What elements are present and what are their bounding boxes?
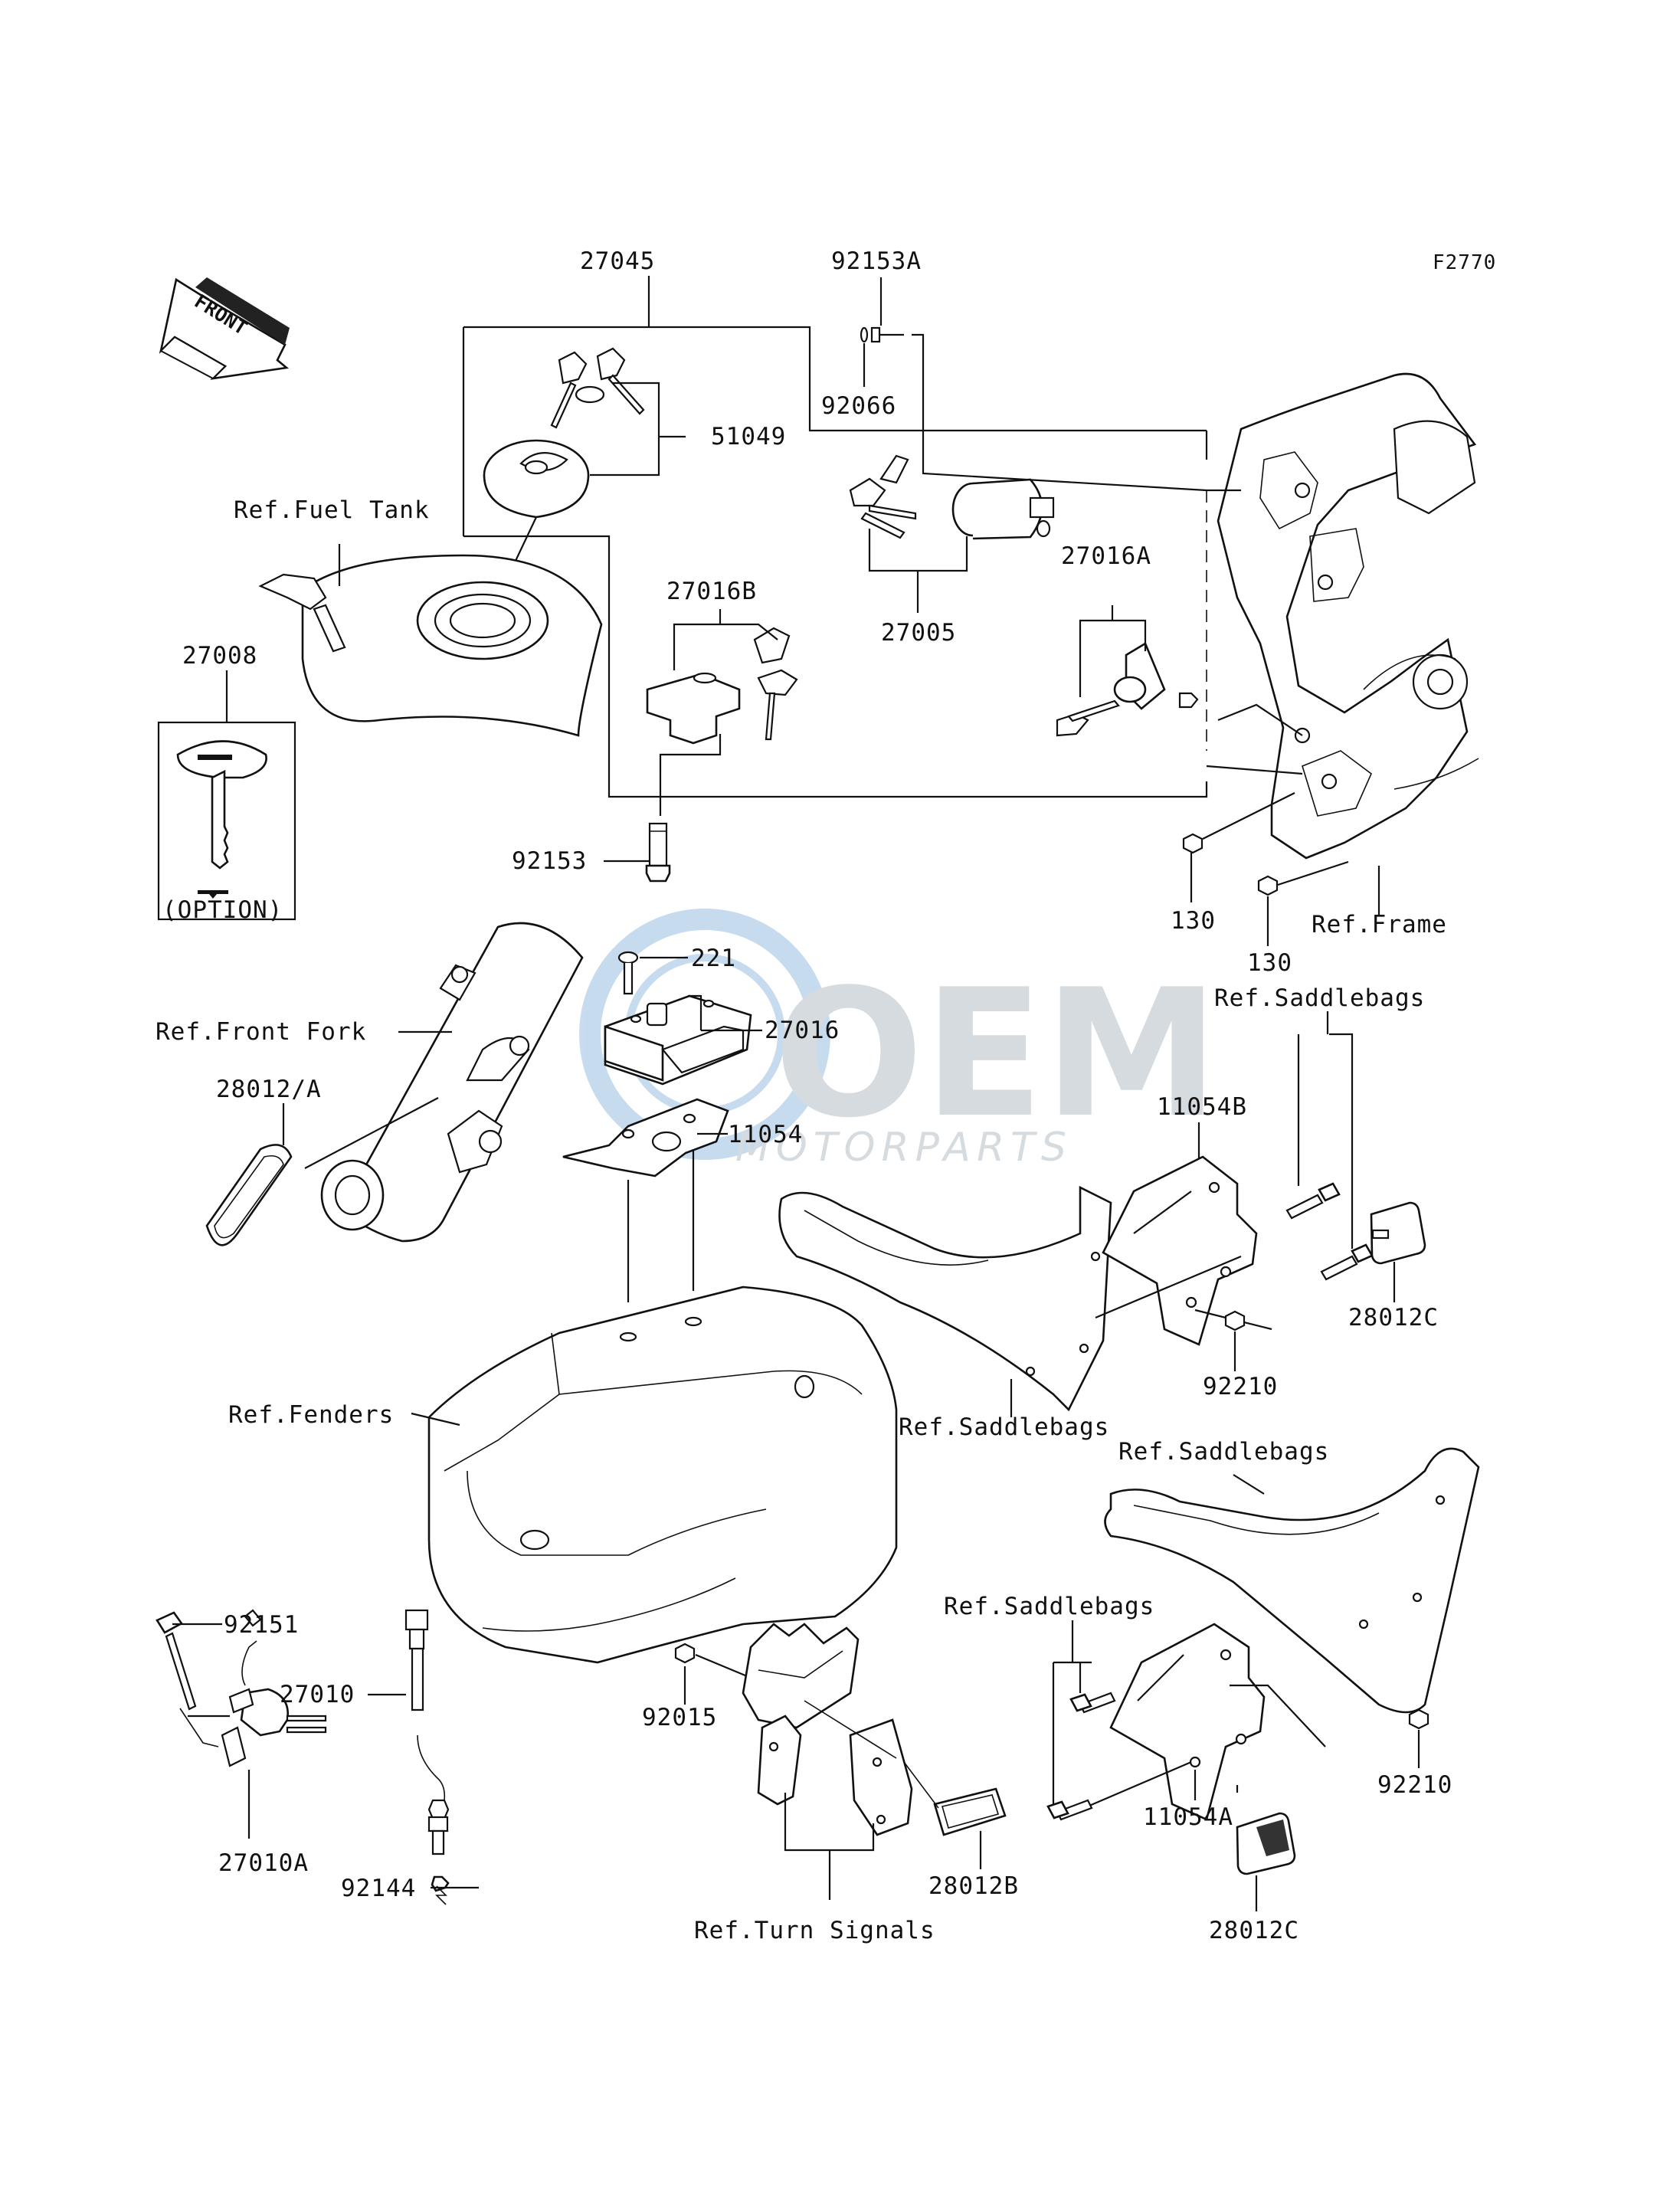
- option-key-box: [157, 721, 296, 921]
- nut-92210-2: [1408, 1708, 1429, 1730]
- label-ref-front-fork: Ref.Front Fork: [156, 1018, 366, 1046]
- plate-11054A: [1109, 1623, 1266, 1821]
- label-92151: 92151: [224, 1611, 299, 1639]
- nut-130-b: [1257, 875, 1279, 896]
- label-51049: 51049: [711, 423, 786, 450]
- reflector-28012A: [205, 1144, 293, 1246]
- nut-130-a: [1182, 833, 1204, 854]
- label-92153A: 92153A: [831, 247, 922, 275]
- label-ref-fuel-tank: Ref.Fuel Tank: [234, 496, 430, 524]
- bolts-saddlebag-lower: [1046, 1692, 1116, 1821]
- label-92015: 92015: [642, 1704, 717, 1731]
- plate-11054: [562, 1098, 729, 1177]
- label-27016: 27016: [765, 1017, 840, 1044]
- label-92144: 92144: [341, 1875, 416, 1902]
- label-27010A: 27010A: [218, 1849, 309, 1877]
- plate-11054B: [1102, 1155, 1258, 1346]
- watermark: OEM MOTORPARTS: [579, 909, 1220, 1171]
- screw-92153A: [860, 277, 1207, 492]
- label-27008: 27008: [182, 642, 257, 670]
- screw-221: [617, 951, 639, 995]
- label-92066: 92066: [821, 392, 896, 420]
- label-28012A: 28012/A: [216, 1076, 322, 1103]
- label-ref-saddlebags-1: Ref.Saddlebags: [1214, 984, 1425, 1012]
- label-11054A: 11054A: [1143, 1803, 1233, 1831]
- reflector-28012C-1: [1370, 1201, 1426, 1265]
- key-set-bracket: [462, 276, 1208, 798]
- label-11054: 11054: [728, 1121, 803, 1148]
- front-arrow-icon: FRONT: [159, 277, 290, 380]
- watermark-sub: MOTORPARTS: [735, 1125, 1073, 1171]
- label-ref-fenders: Ref.Fenders: [228, 1401, 394, 1429]
- lock-27016B: [646, 627, 798, 745]
- fuel-tank: [258, 554, 603, 737]
- label-ref-saddlebags-2: Ref.Saddlebags: [899, 1413, 1109, 1441]
- saddlebag-bracket-upper: [778, 1185, 1112, 1412]
- reflector-28012C-2: [1236, 1812, 1296, 1875]
- bolt-92153: [645, 822, 671, 883]
- saddlebag-bracket-lower: [1104, 1447, 1480, 1714]
- keys-27005: [849, 454, 917, 539]
- label-28012C-1: 28012C: [1348, 1304, 1439, 1331]
- switch-27010: [404, 1609, 450, 1905]
- label-27016B: 27016B: [666, 578, 757, 605]
- label-ref-frame: Ref.Frame: [1312, 911, 1447, 938]
- keys-51049: [550, 347, 645, 429]
- label-221: 221: [691, 945, 736, 972]
- front-fork: [320, 922, 584, 1243]
- label-92210-2: 92210: [1377, 1771, 1452, 1799]
- nut-92015: [674, 1643, 696, 1664]
- label-27016A: 27016A: [1061, 542, 1151, 570]
- lock-bracket-27016: [604, 994, 752, 1086]
- label-92210-1: 92210: [1203, 1373, 1278, 1400]
- turn-signal-bracket: [742, 1623, 913, 1836]
- label-option: (OPTION): [162, 896, 283, 924]
- label-27010: 27010: [280, 1681, 355, 1708]
- lock-27016A: [1056, 642, 1199, 737]
- rear-fender: [427, 1286, 898, 1664]
- label-27045: 27045: [580, 247, 655, 275]
- label-ref-saddlebags-3: Ref.Saddlebags: [1118, 1438, 1329, 1466]
- label-130-b: 130: [1247, 949, 1292, 977]
- reflector-28012B: [903, 1761, 1007, 1836]
- label-27005: 27005: [881, 619, 956, 647]
- label-ref-saddlebags-4: Ref.Saddlebags: [944, 1593, 1154, 1620]
- nut-92210-1: [1224, 1310, 1246, 1331]
- label-28012C-2: 28012C: [1209, 1917, 1299, 1944]
- frame: [1217, 372, 1479, 860]
- watermark-brand: OEM: [774, 952, 1220, 1157]
- bolts-saddlebag-upper: [1285, 1182, 1374, 1281]
- fuel-cap: [483, 439, 590, 519]
- label-92153: 92153: [512, 847, 587, 875]
- switch-27010A: [156, 1609, 327, 1767]
- figure-code: F2770: [1433, 251, 1496, 274]
- label-28012B: 28012B: [928, 1872, 1019, 1900]
- label-11054B: 11054B: [1157, 1093, 1247, 1121]
- label-130-a: 130: [1171, 907, 1216, 935]
- ignition-switch: [951, 478, 1055, 540]
- label-ref-turn-signals: Ref.Turn Signals: [694, 1917, 935, 1944]
